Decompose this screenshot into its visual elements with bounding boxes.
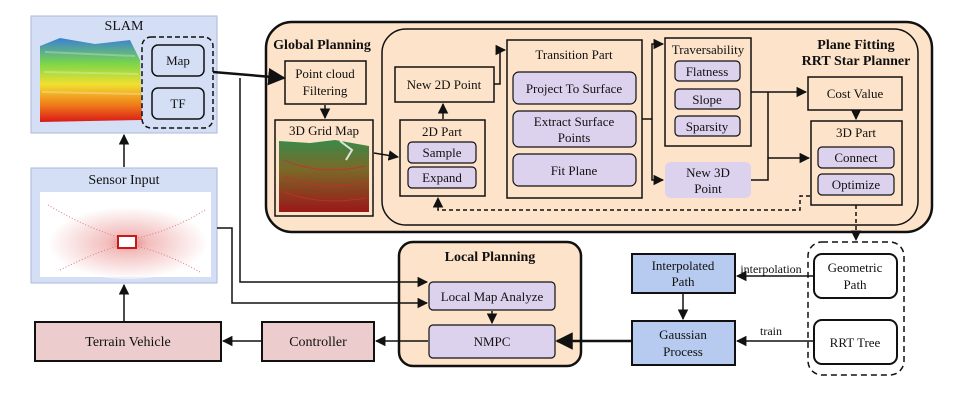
sample-label: Sample xyxy=(423,145,462,160)
slam-pointcloud-image xyxy=(40,38,142,122)
new-3d-point-label: Point xyxy=(694,181,722,196)
terrain-vehicle-label: Terrain Vehicle xyxy=(85,335,170,350)
local-map-analyze-node xyxy=(428,281,556,311)
transition-part-label: Transition Part xyxy=(535,47,613,62)
slam-title: SLAM xyxy=(105,19,144,34)
2d-part-label: 2D Part xyxy=(422,124,462,139)
terrain-vehicle-node xyxy=(34,321,222,362)
edge-label-train: train xyxy=(760,324,782,338)
slope-node xyxy=(674,88,741,110)
extract-surface-points-node xyxy=(512,110,637,148)
point-cloud-filtering-node xyxy=(284,60,367,105)
sparsity-label: Sparsity xyxy=(686,119,729,134)
rrt-tree-node xyxy=(813,319,898,365)
connect-node xyxy=(817,146,895,169)
traversability-label: Traversability xyxy=(672,42,745,57)
arrow-sensor-to-local-map xyxy=(217,227,429,309)
arrow-slam-to-local-map xyxy=(239,78,429,288)
sensor-input-title: Sensor Input xyxy=(88,173,159,188)
new-3d-label: New 3D xyxy=(686,165,730,180)
point-cloud-label: Point cloud xyxy=(295,66,355,81)
local-map-analyze-label: Local Map Analyze xyxy=(441,289,544,304)
fit-plane-label: Fit Plane xyxy=(551,163,598,178)
rrt-tree-label: RRT Tree xyxy=(830,335,881,350)
controller-node xyxy=(261,321,375,362)
geometric-path-label: Path xyxy=(843,277,867,292)
global-planning-group: Global Planning Plane Fitting RRT Star P… xyxy=(264,20,934,234)
arrow-transition-to-new3d xyxy=(651,119,665,186)
gaussian-process-node xyxy=(631,320,736,366)
map-node xyxy=(151,44,205,77)
arrow-3d-feedback-to-2d xyxy=(432,195,810,211)
optimize-label: Optimize xyxy=(832,177,881,192)
nmpc-node xyxy=(428,324,556,359)
optimize-node xyxy=(817,173,895,196)
3d-part-label: 3D Part xyxy=(836,125,876,140)
grid-map-label: 3D Grid Map xyxy=(289,123,359,138)
tf-node xyxy=(151,87,205,120)
expand-node xyxy=(407,166,477,189)
points-label: Points xyxy=(558,130,591,145)
slope-label: Slope xyxy=(692,92,722,107)
arrow-transition-to-traversability xyxy=(642,38,665,120)
arrow-new3d-to-3d xyxy=(751,158,769,181)
geometric-label: Geometric xyxy=(828,260,883,275)
map-label: Map xyxy=(166,53,190,68)
cost-value-label: Cost Value xyxy=(827,86,884,101)
arrow-map-to-filter xyxy=(212,67,286,86)
project-to-surface-label: Project To Surface xyxy=(526,81,623,96)
interpolated-path-node xyxy=(631,253,736,294)
connect-label: Connect xyxy=(834,150,878,165)
process-label: Process xyxy=(663,344,703,359)
local-planning-title: Local Planning xyxy=(445,250,536,265)
arrow-grid-to-2d xyxy=(373,150,400,161)
sparsity-node xyxy=(674,115,741,137)
flatness-label: Flatness xyxy=(686,64,729,79)
sensor-input-panel: Sensor Input xyxy=(30,167,218,284)
extract-surface-label: Extract Surface xyxy=(534,114,615,129)
global-planning-title: Global Planning xyxy=(273,38,371,53)
expand-label: Expand xyxy=(422,170,462,185)
new-2d-point-label: New 2D Point xyxy=(407,77,482,92)
slam-panel: SLAM Map TF xyxy=(30,15,218,134)
slam-outputs-group xyxy=(141,36,214,129)
connector-arrows xyxy=(118,38,862,350)
rrt-outputs-group xyxy=(807,241,905,376)
local-planning-group: Local Planning Local Map Analyze NMPC xyxy=(397,240,583,368)
fit-plane-node xyxy=(512,153,637,187)
sample-node xyxy=(407,141,477,164)
edge-label-interpolation: interpolation xyxy=(740,262,801,276)
controller-label: Controller xyxy=(289,335,347,350)
sensor-pointcloud-image xyxy=(40,192,211,279)
project-to-surface-node xyxy=(512,71,637,105)
arrow-new2d-to-transition xyxy=(494,44,507,85)
geometric-path-node xyxy=(813,253,898,299)
nmpc-label: NMPC xyxy=(474,334,511,349)
flatness-node xyxy=(674,60,741,82)
new-2d-point-node xyxy=(394,66,495,103)
plane-fitting-title: Plane Fitting xyxy=(817,38,894,53)
rrt-star-planner-title: RRT Star Planner xyxy=(802,54,911,69)
new-3d-point-node xyxy=(665,162,751,198)
filtering-label: Filtering xyxy=(303,83,348,98)
cost-value-node xyxy=(807,76,903,111)
tf-label: TF xyxy=(170,96,185,111)
grid-map-image xyxy=(279,140,369,212)
interpolated-path-label: Path xyxy=(671,274,695,289)
gaussian-label: Gaussian xyxy=(659,327,707,342)
interpolated-label: Interpolated xyxy=(652,258,715,273)
